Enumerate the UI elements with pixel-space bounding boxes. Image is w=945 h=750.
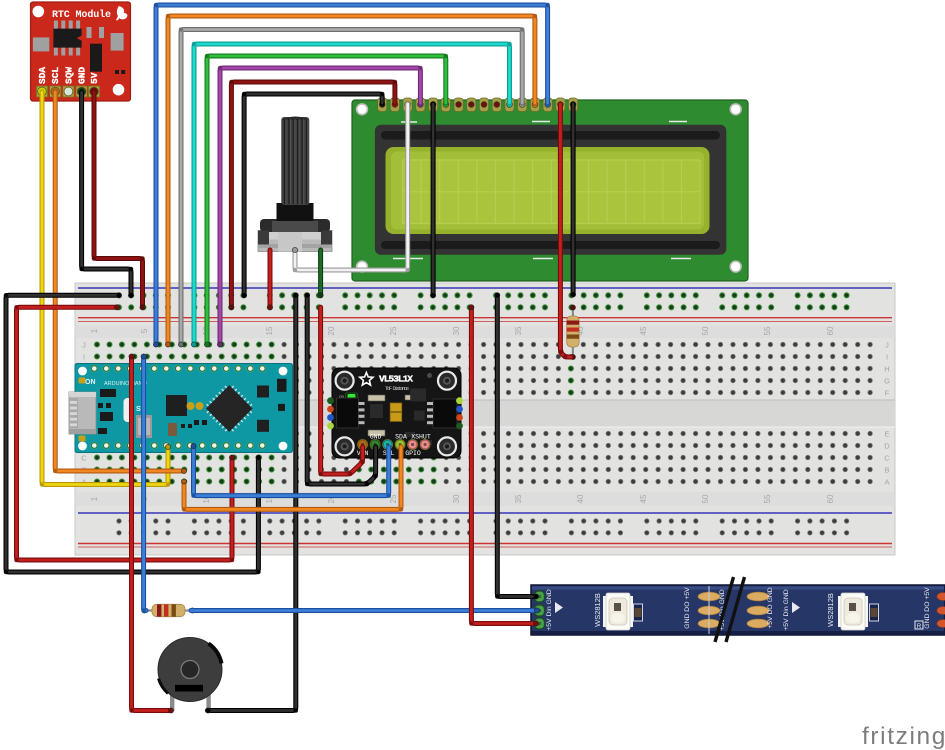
svg-text:20: 20 [327, 326, 336, 335]
svg-text:SDA: SDA [395, 434, 407, 441]
svg-text:+5V Din GND: +5V Din GND [546, 589, 553, 630]
svg-text:ON: ON [85, 379, 96, 386]
svg-text:fritzing: fritzing [862, 723, 945, 750]
svg-text:GPIO: GPIO [405, 450, 421, 457]
svg-text:D: D [884, 442, 890, 451]
svg-text:15: 15 [265, 494, 274, 503]
svg-text:SDA: SDA [37, 67, 48, 84]
svg-text:15: 15 [265, 326, 274, 335]
svg-text:60: 60 [826, 494, 835, 503]
svg-text:H: H [884, 365, 889, 374]
svg-text:SQW: SQW [63, 67, 74, 84]
svg-text:40: 40 [576, 326, 585, 335]
svg-text:F: F [885, 389, 890, 398]
svg-text:5: 5 [140, 328, 149, 333]
svg-text:GND DO +5V: GND DO +5V [684, 587, 691, 629]
svg-text:40: 40 [576, 494, 585, 503]
svg-text:ARDUINO NANO: ARDUINO NANO [104, 381, 148, 387]
svg-text:WS2812B: WS2812B [593, 593, 602, 627]
svg-text:R: R [917, 624, 922, 630]
svg-text:B: B [884, 466, 889, 475]
svg-text:ToF Distance: ToF Distance [385, 385, 409, 392]
svg-text:J: J [885, 341, 889, 350]
svg-text:on: on [339, 394, 345, 399]
svg-text:GND: GND [370, 434, 382, 441]
svg-text:60: 60 [826, 326, 835, 335]
svg-text:55: 55 [763, 494, 772, 503]
svg-text:+5V Din GND: +5V Din GND [783, 589, 790, 630]
svg-text:1: 1 [90, 328, 99, 333]
svg-text:35: 35 [514, 326, 523, 335]
svg-text:30: 30 [452, 494, 461, 503]
svg-text:55: 55 [763, 326, 772, 335]
svg-text:I: I [83, 353, 85, 362]
svg-text:C: C [81, 454, 87, 463]
svg-text:30: 30 [452, 326, 461, 335]
svg-text:SCL: SCL [50, 67, 61, 84]
svg-text:VL53L1X: VL53L1X [379, 374, 413, 385]
svg-text:10: 10 [202, 494, 211, 503]
svg-text:GND DO +5V: GND DO +5V [924, 587, 931, 629]
svg-text:WS2812B: WS2812B [826, 593, 835, 627]
svg-text:45: 45 [639, 494, 648, 503]
svg-text:5V: 5V [89, 72, 100, 84]
svg-text:J: J [82, 341, 86, 350]
svg-text:20: 20 [327, 494, 336, 503]
svg-text:GND: GND [77, 67, 88, 84]
svg-text:35: 35 [514, 494, 523, 503]
svg-text:45: 45 [639, 326, 648, 335]
svg-text:C: C [884, 454, 890, 463]
svg-text:I: I [886, 353, 888, 362]
svg-text:A: A [884, 478, 889, 487]
svg-text:XSHUT: XSHUT [411, 434, 431, 441]
svg-text:25: 25 [389, 494, 398, 503]
svg-text:ST: ST [136, 406, 146, 413]
svg-text:G: G [884, 377, 890, 386]
svg-text:50: 50 [701, 326, 710, 335]
svg-text:RTC Module: RTC Module [52, 9, 111, 21]
svg-text:25: 25 [389, 326, 398, 335]
svg-text:+5V DO GND: +5V DO GND [767, 587, 774, 628]
svg-text:50: 50 [701, 494, 710, 503]
svg-text:1: 1 [90, 496, 99, 501]
svg-text:E: E [884, 430, 889, 439]
